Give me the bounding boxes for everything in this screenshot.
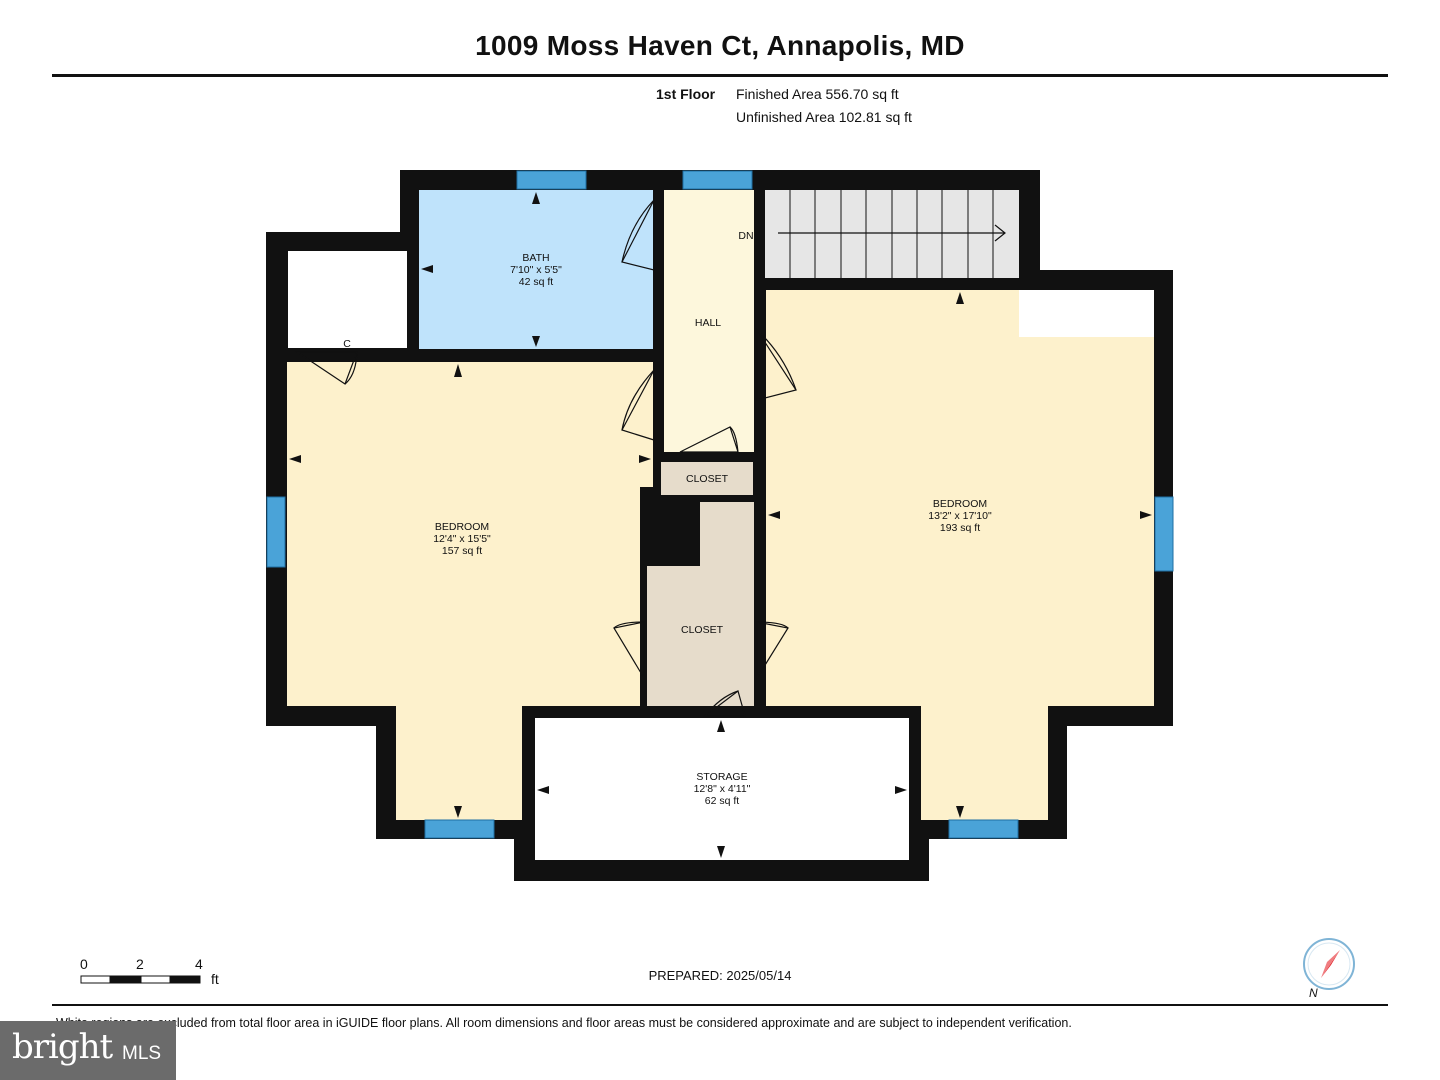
finished-area: Finished Area 556.70 sq ft	[736, 86, 899, 102]
bath-area: 42 sq ft	[519, 276, 554, 288]
bath-dims: 7'10" x 5'5"	[510, 264, 562, 276]
bath-name: BATH	[522, 252, 549, 264]
dimension-markers	[289, 192, 1152, 858]
bedroom-right-area: 193 sq ft	[940, 522, 980, 534]
windows	[266, 170, 1174, 839]
brand-mls: MLS	[122, 1043, 162, 1064]
bedroom-left-area: 157 sq ft	[442, 545, 482, 557]
page-title: 1009 Moss Haven Ct, Annapolis, MD	[475, 30, 965, 61]
closet-hall-floor	[661, 462, 753, 495]
scale-tick-0: 0	[80, 956, 88, 972]
bright-mls-logo: bright MLS	[0, 1021, 176, 1080]
storage-dims: 12'8" x 4'11"	[694, 783, 751, 795]
north-label: N	[1309, 986, 1318, 1000]
storage-area: 62 sq ft	[705, 795, 740, 807]
bedroom-left-dims: 12'4" x 15'5"	[433, 533, 491, 545]
scale-tick-4: 4	[195, 956, 203, 972]
hall-name: HALL	[695, 317, 721, 329]
bedroom-right-floor	[766, 290, 1154, 820]
storage-name: STORAGE	[696, 771, 747, 783]
closet-small-floor	[288, 251, 407, 348]
stair-treads	[789, 190, 994, 278]
closet-center-floor	[647, 502, 754, 706]
storage-floor	[535, 718, 909, 860]
closet-small-name: C	[343, 338, 351, 350]
bath-floor	[419, 190, 653, 349]
stairs-down-label: DN	[738, 230, 753, 242]
compass-icon	[1303, 938, 1355, 990]
header-divider	[52, 74, 1388, 77]
closet-hall-name: CLOSET	[686, 473, 729, 485]
hall-floor	[664, 190, 754, 452]
excluded-region	[1019, 290, 1154, 337]
prepared-date: PREPARED: 2025/05/14	[648, 968, 792, 983]
closet-center-name: CLOSET	[681, 624, 724, 636]
stair-direction-arrow	[778, 224, 1006, 242]
unfinished-area: Unfinished Area 102.81 sq ft	[736, 109, 912, 125]
bedroom-left-name: BEDROOM	[435, 521, 489, 533]
bedroom-right-name: BEDROOM	[933, 498, 987, 510]
scale-unit: ft	[211, 971, 219, 987]
scale-tick-2: 2	[136, 956, 144, 972]
footer-divider	[52, 1004, 1388, 1006]
doors	[295, 199, 797, 717]
brand-word: bright	[12, 1027, 113, 1067]
bedroom-right-dims: 13'2" x 17'10"	[928, 510, 992, 522]
scale-bar	[80, 975, 201, 984]
disclaimer: White regions are excluded from total fl…	[56, 1016, 1072, 1030]
floor-name: 1st Floor	[656, 86, 716, 102]
bedroom-left-floor	[287, 362, 653, 820]
